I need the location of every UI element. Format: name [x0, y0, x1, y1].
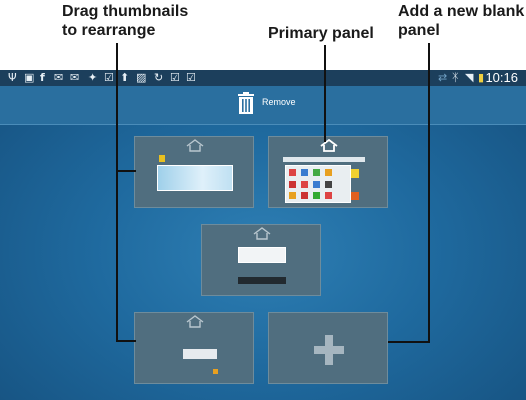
callout-line — [324, 45, 326, 142]
panel-bottom-left[interactable] — [134, 312, 254, 384]
app-icon — [301, 169, 308, 176]
remove-label: Remove — [262, 97, 296, 107]
screenshot-icon: ▣ — [24, 71, 35, 84]
mail-icon: ✉ — [70, 71, 80, 84]
battery-icon: ▮ — [478, 71, 485, 84]
status-clock: 10:16 — [485, 70, 518, 85]
nfc-icon: ⇄ — [438, 71, 448, 84]
status-bar: Ψ ▣ f ✉ ✉ ✦ ☑ ⬆ ▨ ↻ ☑ ☑ ⇄ ᛡ ◥ ▮ 10:16 — [0, 70, 526, 86]
gmail-icon: ✉ — [54, 71, 64, 84]
panel-middle[interactable] — [201, 224, 321, 296]
callout-add-new-blank-panel: Add a new blank panel — [398, 3, 525, 39]
usb-icon: Ψ — [8, 71, 17, 84]
app-icon — [325, 181, 332, 188]
trash-icon[interactable] — [236, 91, 256, 115]
callout-line — [116, 170, 136, 172]
home-icon[interactable] — [186, 315, 204, 328]
callout-line — [116, 340, 136, 342]
bluetooth-icon: ᛡ — [452, 71, 459, 84]
app-icon — [289, 192, 296, 199]
facebook-icon: f — [40, 71, 45, 84]
app-icon — [289, 181, 296, 188]
widget-thumbnail — [238, 247, 286, 263]
app-icon — [301, 192, 308, 199]
home-icon[interactable] — [253, 227, 271, 240]
app-icon — [289, 169, 296, 176]
panel-top-right[interactable] — [268, 136, 388, 208]
upload-icon: ⬆ — [120, 71, 130, 84]
app-icon — [313, 169, 320, 176]
panel-thumbnail-screenshot — [157, 165, 233, 191]
check-icon: ☑ — [170, 71, 180, 84]
search-bar-thumbnail — [283, 157, 365, 162]
app-icon — [213, 369, 218, 374]
callout-primary-panel: Primary panel — [268, 25, 374, 42]
check-icon: ☑ — [186, 71, 196, 84]
pin-icon: ✦ — [88, 71, 98, 84]
home-icon[interactable] — [186, 139, 204, 152]
panel-top-left[interactable] — [134, 136, 254, 208]
callout-line — [116, 43, 118, 342]
panel-add-new[interactable] — [268, 312, 388, 384]
app-icon — [325, 192, 332, 199]
app-icon — [325, 169, 332, 176]
app-icon — [301, 181, 308, 188]
gallery-icon: ▨ — [136, 71, 147, 84]
callout-line — [388, 341, 430, 343]
android-screen: Ψ ▣ f ✉ ✉ ✦ ☑ ⬆ ▨ ↻ ☑ ☑ ⇄ ᛡ ◥ ▮ 10:16 Re… — [0, 70, 526, 400]
app-icon — [159, 155, 165, 162]
app-icon — [313, 192, 320, 199]
remove-zone[interactable]: Remove — [0, 86, 526, 125]
callout-line — [428, 43, 430, 343]
app-icon — [313, 181, 320, 188]
wifi-icon: ◥ — [465, 71, 474, 84]
callout-drag-thumbnails: Drag thumbnails to rearrange — [62, 3, 189, 39]
music-player-thumbnail — [238, 277, 286, 284]
checkbox-icon: ☑ — [104, 71, 114, 84]
sync-icon: ↻ — [154, 71, 164, 84]
widget-thumbnail — [183, 349, 217, 359]
primary-home-icon[interactable] — [320, 139, 338, 152]
app-icon — [351, 169, 359, 178]
app-icon — [351, 192, 359, 200]
plus-icon[interactable] — [314, 335, 344, 365]
